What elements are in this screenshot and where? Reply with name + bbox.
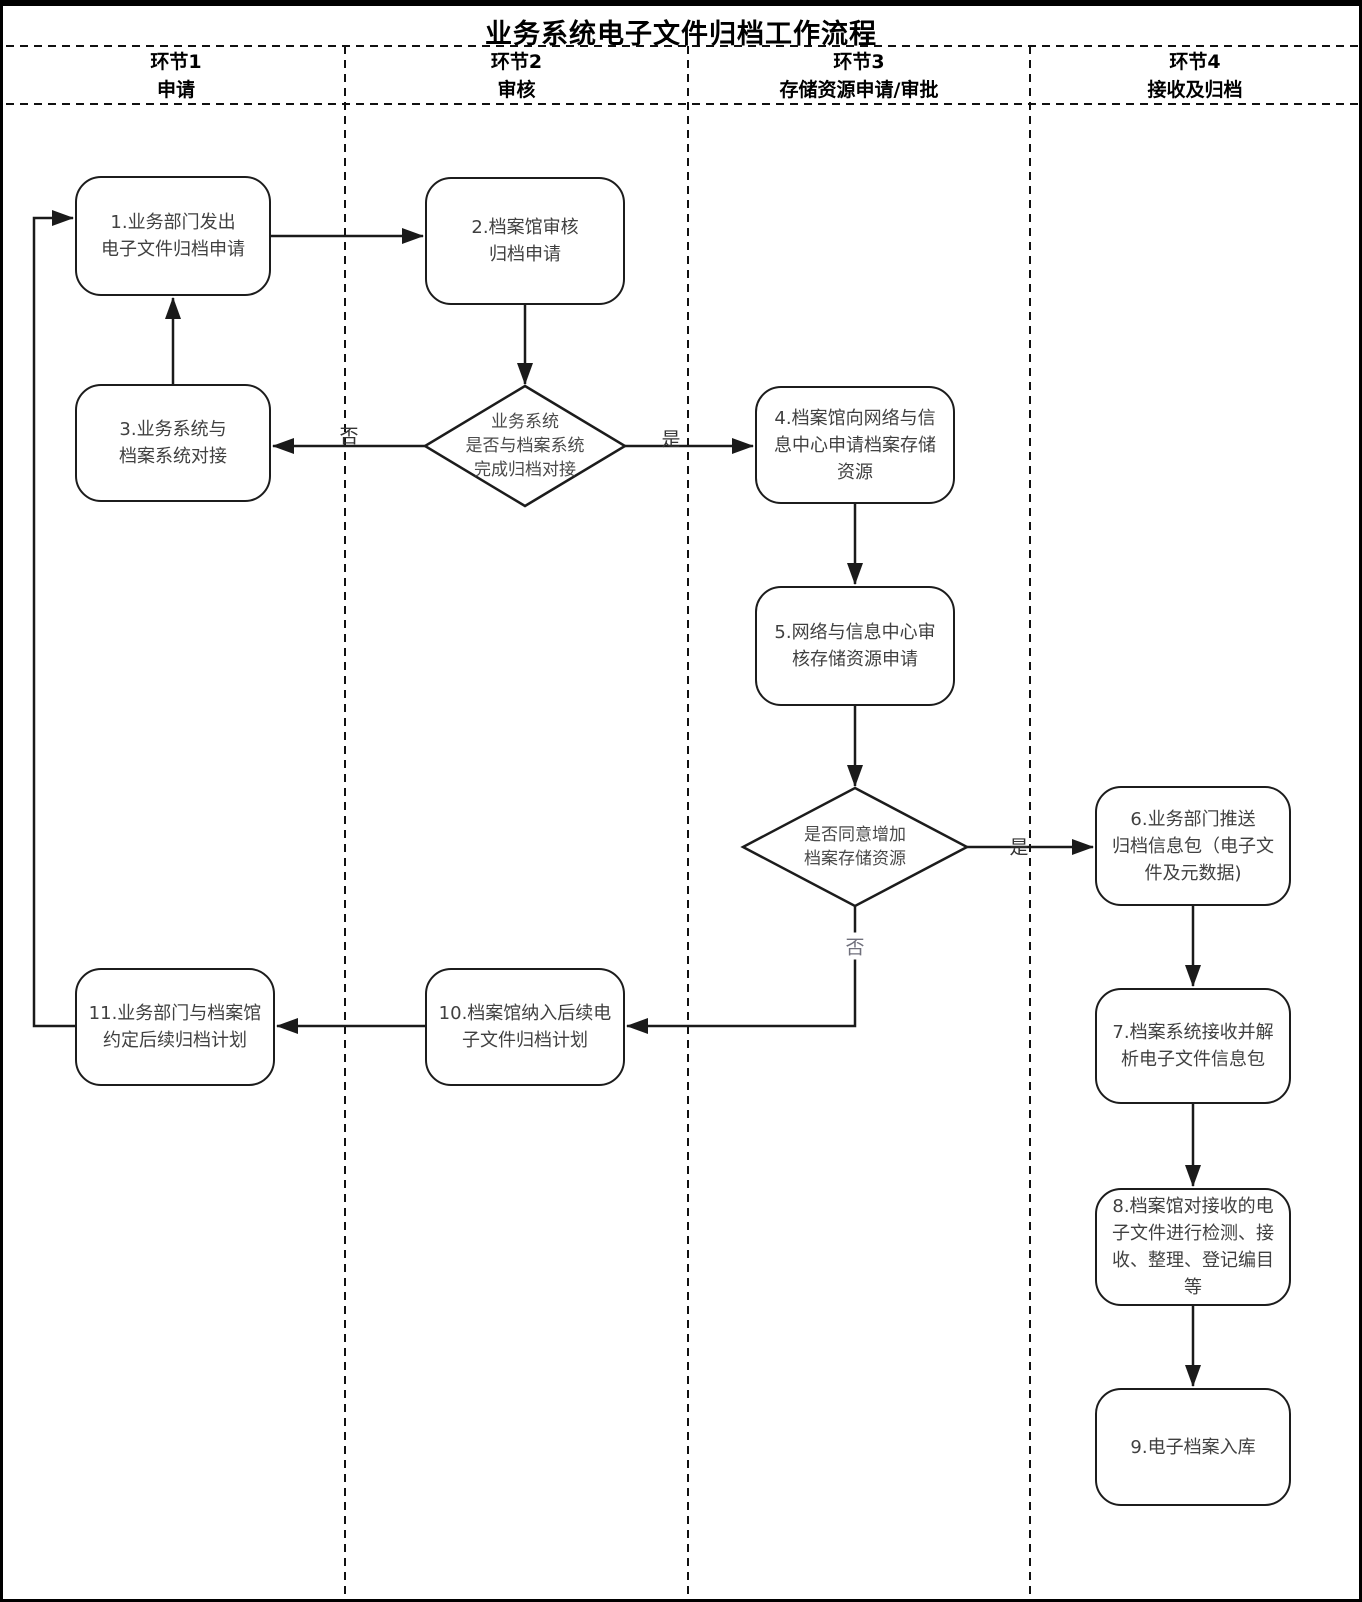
lane-header-2: 环节2 审核 — [345, 48, 688, 104]
lane-header-4: 环节4 接收及归档 — [1030, 48, 1359, 104]
node-step7: 7.档案系统接收并解 析电子文件信息包 — [1095, 988, 1291, 1104]
lane-name-label: 存储资源申请/审批 — [779, 79, 939, 101]
lane-name-label: 审核 — [497, 79, 536, 101]
node-step8: 8.档案馆对接收的电 子文件进行检测、接 收、整理、登记编目 等 — [1095, 1188, 1291, 1306]
lane-phase-label: 环节4 — [1169, 51, 1221, 73]
node-step4: 4.档案馆向网络与信 息中心申请档案存储 资源 — [755, 386, 955, 504]
node-step6: 6.业务部门推送 归档信息包（电子文 件及元数据) — [1095, 786, 1291, 906]
edge-label-decision1-no: 否 — [339, 425, 359, 448]
lane-name-label: 接收及归档 — [1147, 79, 1243, 101]
connector-layer — [6, 45, 1359, 1599]
node-step11: 11.业务部门与档案馆 约定后续归档计划 — [75, 968, 275, 1086]
lane-phase-label: 环节2 — [490, 51, 543, 73]
node-step5: 5.网络与信息中心审 核存储资源申请 — [755, 586, 955, 706]
node-step1: 1.业务部门发出 电子文件归档申请 — [75, 176, 271, 296]
lane-name-label: 申请 — [156, 79, 195, 101]
edge-label-decision2-yes: 是 — [1009, 836, 1029, 859]
node-step9: 9.电子档案入库 — [1095, 1388, 1291, 1506]
decision2-diamond-shape — [740, 786, 970, 908]
decision1-diamond-shape — [422, 384, 628, 508]
node-step3: 3.业务系统与 档案系统对接 — [75, 384, 271, 502]
lane-header-3: 环节3 存储资源申请/审批 — [688, 48, 1030, 104]
node-step10: 10.档案馆纳入后续电 子文件归档计划 — [425, 968, 625, 1086]
lane-phase-label: 环节3 — [833, 51, 885, 73]
edge-step11-step1-loop — [32, 210, 75, 1028]
node-step2: 2.档案馆审核 归档申请 — [425, 177, 625, 305]
lane-phase-label: 环节1 — [150, 51, 202, 73]
lane-header-1: 环节1 申请 — [7, 48, 345, 104]
edge-label-decision1-yes: 是 — [661, 428, 681, 451]
edge-label-decision2-no: 否 — [843, 932, 867, 960]
edge-decision2-no-step10 — [626, 906, 857, 1034]
diagram-title: 业务系统电子文件归档工作流程 — [485, 19, 877, 50]
